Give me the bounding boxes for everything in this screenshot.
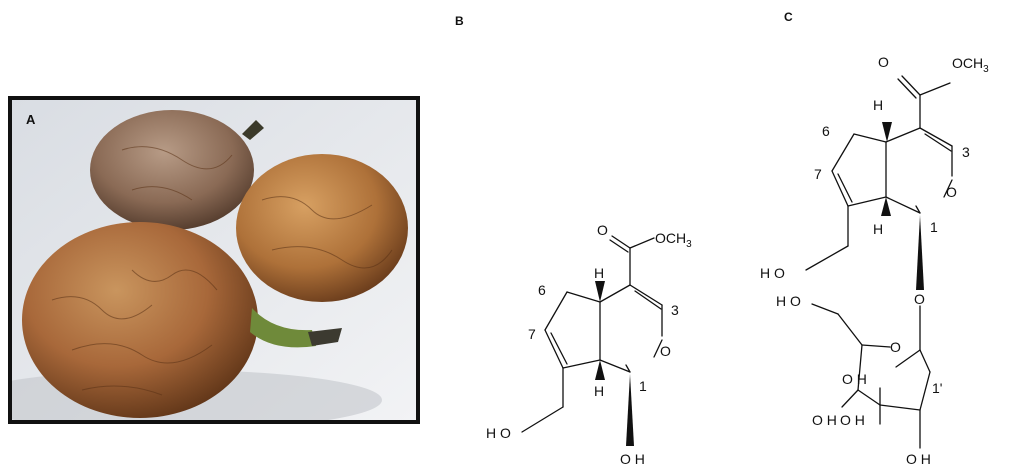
fruit-back [90,110,254,230]
structure-c-labels: O OCH3 O H H H O O H O O O H O H O H O H… [760,54,989,467]
fruit-illustration [12,100,416,420]
structure-b-bonds [521,235,663,433]
c-locant-7: 7 [814,166,822,182]
c-locant-6: 6 [822,123,830,139]
b-h-top: H [594,265,604,281]
fruit-right [236,154,408,302]
c-ring-o: O [946,184,957,200]
c-h-top: H [873,97,883,113]
c-oh-bottom: O H [906,451,931,467]
b-locant-3: 3 [671,302,679,318]
c-oh-mid: O H [840,412,865,428]
b-ester-o: O [597,222,608,238]
panel-a-label: A [26,112,36,127]
fruit-front [22,222,258,418]
b-oh: O H [620,451,645,467]
c-ester-o: O [878,54,889,70]
b-methoxy: OCH3 [655,230,692,250]
c-sugar-ch2oh: H O [776,293,801,309]
panel-c-label: C [784,10,793,24]
c-sugar-ring-o: O [890,339,901,355]
c-locant-1: 1 [930,219,938,235]
fruit-stem-front [250,308,316,348]
c-locant-1prime: 1' [932,380,942,396]
structure-c-bonds [805,75,953,449]
b-locant-6: 6 [538,282,546,298]
fruit-photo: A [8,96,420,424]
c-locant-3: 3 [962,144,970,160]
b-locant-7: 7 [528,326,536,342]
c-ch2oh: H O [760,265,785,281]
c-oh-left: O H [812,412,837,428]
c-glyco-o: O [914,291,925,307]
stereo-bonds [595,122,924,446]
panel-b-label: B [455,14,464,28]
c-methoxy: OCH3 [952,55,989,75]
c-h-bottom: H [873,221,883,237]
fruit-stem-back [242,120,264,140]
b-ch2oh: H O [486,425,511,441]
structure-b-labels: O OCH3 O H H H O O H 1 3 6 7 [486,222,692,467]
b-h-bottom: H [594,383,604,399]
c-oh-upper: O H [842,371,867,387]
b-locant-1: 1 [639,378,647,394]
b-ring-o: O [660,343,671,359]
